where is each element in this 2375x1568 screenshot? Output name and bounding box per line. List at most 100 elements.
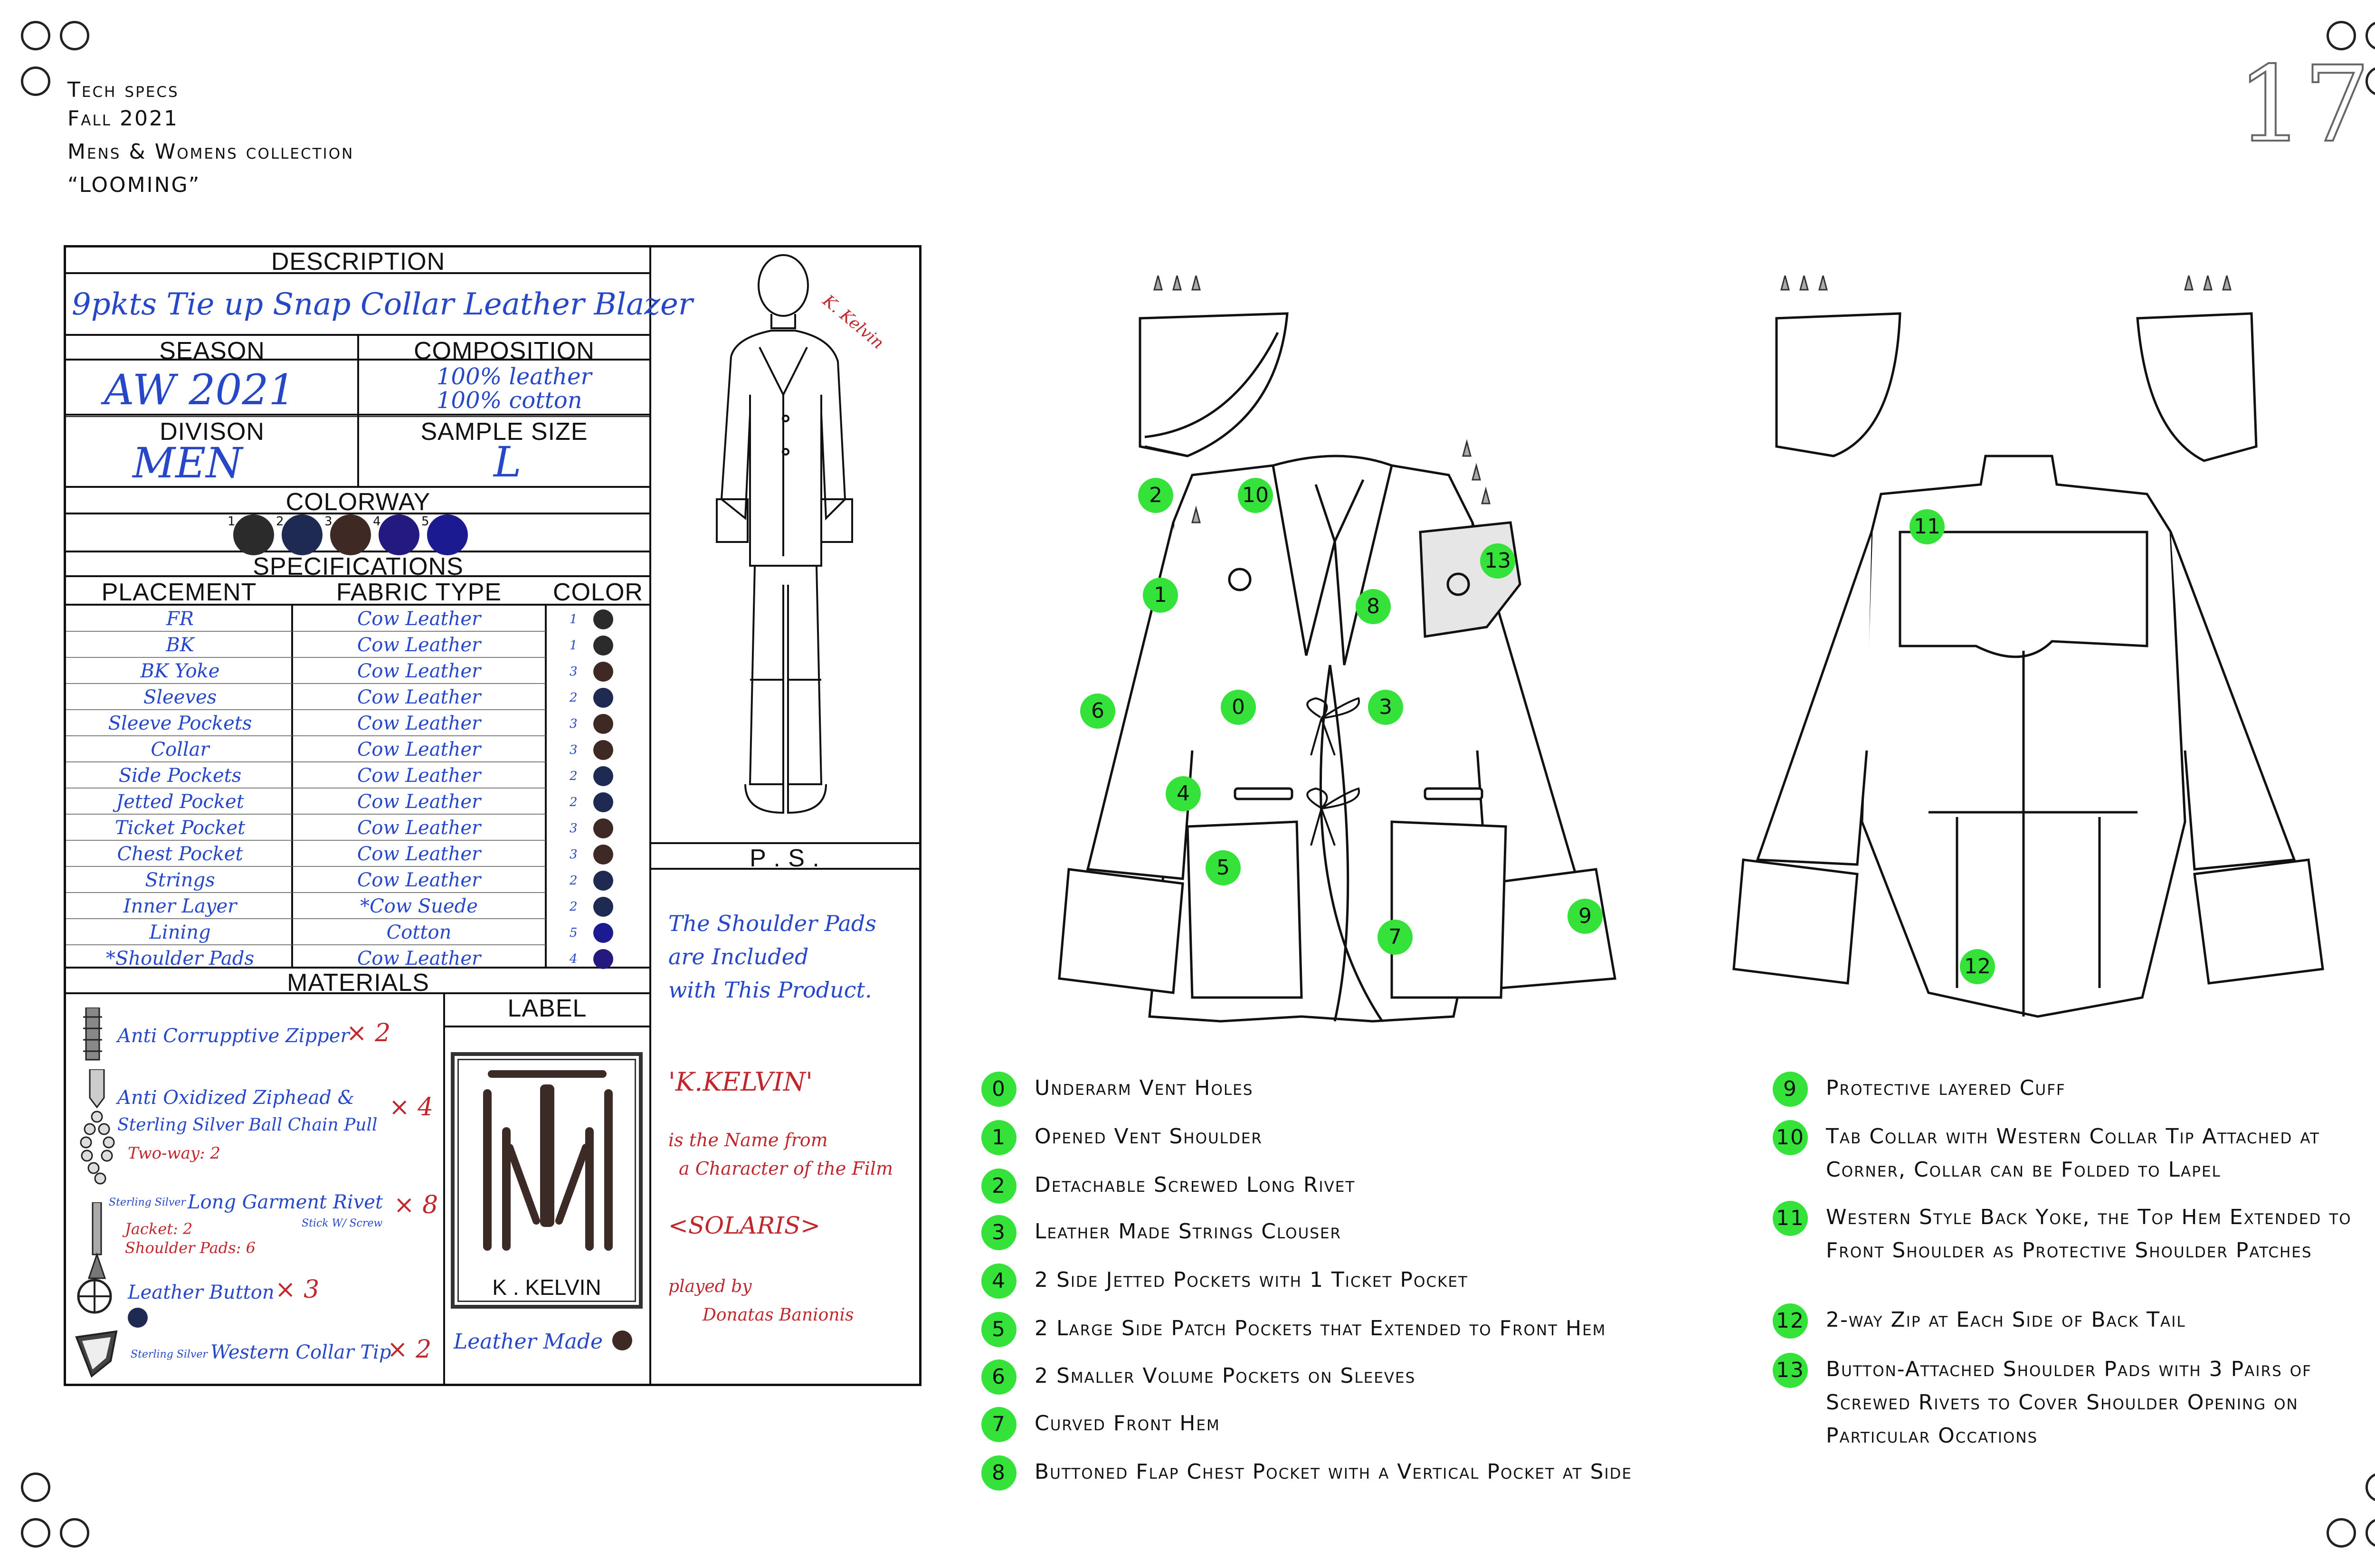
legend-text: 2 Large Side Patch Pockets that Extended… <box>1035 1316 1606 1340</box>
zipper-icon <box>83 1007 102 1061</box>
spec-header-color: COLOR <box>553 579 643 606</box>
brand-label-text: K . KELVIN <box>492 1275 601 1300</box>
material-ziphead-sub: Sterling Silver Ball Chain Pull <box>117 1115 378 1135</box>
spec-placement: Strings <box>145 869 215 891</box>
brand-label-inner <box>457 1059 636 1302</box>
corner-ring-icon <box>21 1473 50 1502</box>
legend-text: Western Style Back Yoke, the Top Hem Ext… <box>1826 1205 2352 1263</box>
material-rivet-prefix: Sterling Silver <box>109 1197 186 1208</box>
spec-placement: *Shoulder Pads <box>105 948 254 969</box>
spec-color-swatch <box>593 740 613 760</box>
km-monogram-icon <box>483 1070 613 1251</box>
spec-color-swatch <box>593 792 613 812</box>
legend-text: Curved Front Hem <box>1035 1411 1220 1435</box>
legend-badge: 9 <box>1773 1072 1808 1107</box>
corner-ring-icon <box>2327 1518 2356 1548</box>
spec-fabric: Cow Leather <box>357 660 481 682</box>
ps-actor: Donatas Banionis <box>703 1305 854 1325</box>
spec-placement: Side Pockets <box>118 765 242 787</box>
material-tip: Western Collar Tip <box>210 1341 391 1363</box>
spec-color-swatch <box>593 688 613 708</box>
rivet-icon <box>87 1202 106 1279</box>
legend-badge: 10 <box>1773 1120 1808 1155</box>
legend-badge: 7 <box>981 1407 1016 1442</box>
spec-placement: Collar <box>151 739 209 760</box>
season-title: SEASON <box>159 337 265 365</box>
division-title: DIVISON <box>160 418 265 446</box>
sample-size-value: L <box>494 437 522 486</box>
leather-button-icon <box>77 1279 112 1314</box>
callout-badge: 5 <box>1206 850 1241 885</box>
colorway-swatch <box>282 514 323 555</box>
model-figure-sketch <box>716 254 853 814</box>
ps-note-3: with This Product. <box>668 977 872 1003</box>
corner-ring-icon <box>2366 1518 2375 1548</box>
legend-text: 2-way Zip at Each Side of Back Tail <box>1826 1308 2186 1332</box>
material-ziphead-note: Two-way: 2 <box>128 1144 221 1163</box>
ball-chain-ziphead-icon <box>80 1069 115 1185</box>
materials-title: MATERIALS <box>287 969 429 997</box>
corner-ring-icon <box>21 67 50 96</box>
ps-title: P . S . <box>750 845 820 872</box>
colorway-num: 4 <box>373 514 381 529</box>
colorway-swatch <box>330 514 371 555</box>
spec-placement: Jetted Pocket <box>116 791 244 813</box>
callout-badge: 11 <box>1910 509 1945 544</box>
legend-badge: 6 <box>981 1359 1016 1395</box>
spec-color-num: 4 <box>570 952 578 966</box>
legend-text: Protective layered Cuff <box>1826 1076 2066 1100</box>
spec-fabric: Cow Leather <box>357 765 481 787</box>
spec-placement: BK Yoke <box>140 660 220 682</box>
legend-text: 2 Side Jetted Pockets with 1 Ticket Pock… <box>1035 1268 1468 1292</box>
ps-note-1: The Shoulder Pads <box>668 911 876 936</box>
button-color-swatch <box>128 1308 148 1328</box>
spec-color-num: 2 <box>570 900 578 914</box>
spec-header-fabric: FABRIC TYPE <box>336 579 502 606</box>
legend-badge: 3 <box>981 1215 1016 1250</box>
composition-title: COMPOSITION <box>414 337 595 365</box>
spec-color-num: 3 <box>570 847 578 862</box>
material-tip-prefix: Sterling Silver <box>131 1349 208 1360</box>
header-line-2: Fall 2021 <box>67 106 179 131</box>
header-line-3: Mens & Womens collection <box>67 140 354 164</box>
material-zipper: Anti Corrupptive Zipper <box>117 1025 350 1047</box>
colorway-swatch <box>427 514 468 555</box>
callout-badge: 0 <box>1221 690 1256 725</box>
spec-row: Side Pockets Cow Leather 2 <box>66 763 652 789</box>
composition-value-1: 100% leather <box>437 363 592 390</box>
spec-color-swatch <box>593 949 613 969</box>
legend-badge: 2 <box>981 1169 1016 1204</box>
legend-text: Underarm Vent Holes <box>1035 1076 1254 1100</box>
spec-header-placement: PLACEMENT <box>101 579 257 606</box>
spec-sheet-grid <box>66 247 919 1384</box>
spec-color-num: 3 <box>570 743 578 757</box>
jacket-front-flat <box>1058 276 1616 1023</box>
legend-badge: 8 <box>981 1455 1016 1491</box>
header-line-1: Tech specs <box>67 78 179 102</box>
material-button: Leather Button <box>128 1282 275 1303</box>
callout-badge: 4 <box>1166 776 1201 811</box>
colorway-title: COLORWAY <box>285 488 431 516</box>
ps-note-2: are Included <box>668 944 809 969</box>
spec-color-swatch <box>593 636 613 656</box>
description-value: 9pkts Tie up Snap Collar Leather Blazer <box>72 287 693 322</box>
material-rivet-qty: × 8 <box>394 1191 438 1219</box>
spec-color-num: 2 <box>570 874 578 888</box>
spec-color-swatch <box>593 714 613 734</box>
spec-color-num: 2 <box>570 769 578 783</box>
corner-ring-icon <box>60 21 89 50</box>
material-zipper-qty: × 2 <box>346 1019 391 1047</box>
callout-badge: 6 <box>1080 694 1115 729</box>
western-collar-tip-icon <box>75 1330 118 1378</box>
